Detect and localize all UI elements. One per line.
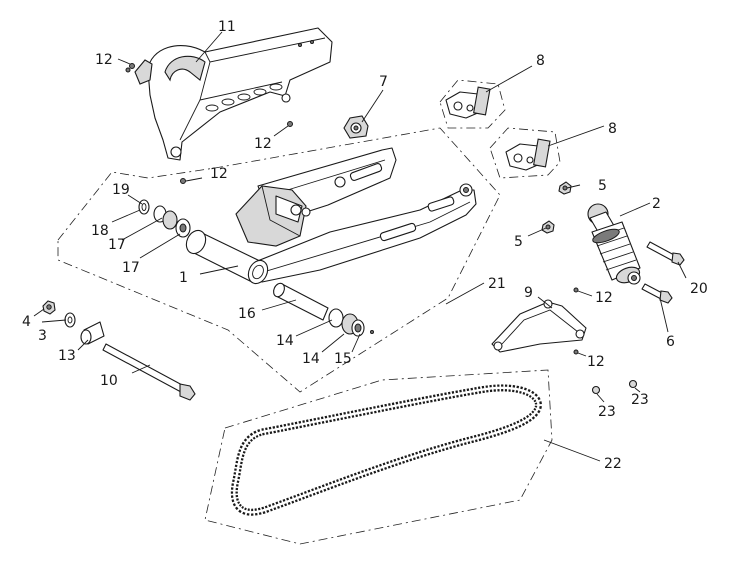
chain-adjuster-lower [505,138,551,171]
bracket-8-lower-outline [489,127,561,179]
pivot-bolt [102,343,196,401]
pivot-spacer [80,321,105,345]
callout-18: 18 [91,223,109,239]
callout-15: 15 [334,351,352,367]
callout-10: 10 [100,373,118,389]
callout-6: 6 [666,334,675,350]
callout-17b: 17 [122,260,140,276]
callout-20: 20 [690,281,708,297]
bearing-set-lower [328,308,374,337]
pivot-nut [42,300,56,315]
callout-12c: 12 [210,166,228,182]
callout-12a: 12 [95,52,113,68]
callout-21: 21 [488,276,506,292]
callout-16: 16 [238,306,256,322]
callout-2: 2 [652,196,661,212]
chain-group-outline [204,369,553,545]
shock-bolt-upper [646,241,685,266]
callout-11: 11 [218,19,236,35]
callout-22: 22 [604,456,622,472]
swingarm-group-outline [57,127,501,393]
chain-slider [343,115,369,139]
callout-8b: 8 [608,121,617,137]
callout-1: 1 [179,270,188,286]
callout-3: 3 [38,328,47,344]
callout-23a: 23 [598,404,616,420]
bracket-8-upper-outline [439,79,506,129]
callout-4: 4 [22,314,31,330]
rear-shock-absorber [587,203,641,285]
chain-guard [147,27,333,161]
callout-9: 9 [524,285,533,301]
pivot-washer [64,312,76,328]
callout-7: 7 [379,74,388,90]
guard-mount-tab [125,59,153,85]
swingarm [185,147,477,285]
callout-14a: 14 [276,333,294,349]
callout-12e: 12 [587,354,605,370]
callout-8a: 8 [536,53,545,69]
callout-19: 19 [112,182,130,198]
small-nuts-23 [591,379,638,395]
pivot-sleeve [273,282,329,321]
callout-17a: 17 [108,237,126,253]
screws-12 [180,121,579,355]
drive-chain [230,384,542,516]
callout-5b: 5 [514,234,523,250]
callout-14b: 14 [302,351,320,367]
shock-bolt-lower [641,283,673,304]
callout-23b: 23 [631,392,649,408]
callout-13: 13 [58,348,76,364]
chain-adjuster-upper [445,86,491,119]
callout-5a: 5 [598,178,607,194]
chain-guide [491,299,587,353]
leader-lines [33,31,687,462]
callout-12d: 12 [595,290,613,306]
bearing-set-upper [138,199,191,238]
callout-12b: 12 [254,136,272,152]
shock-nuts [541,181,572,234]
